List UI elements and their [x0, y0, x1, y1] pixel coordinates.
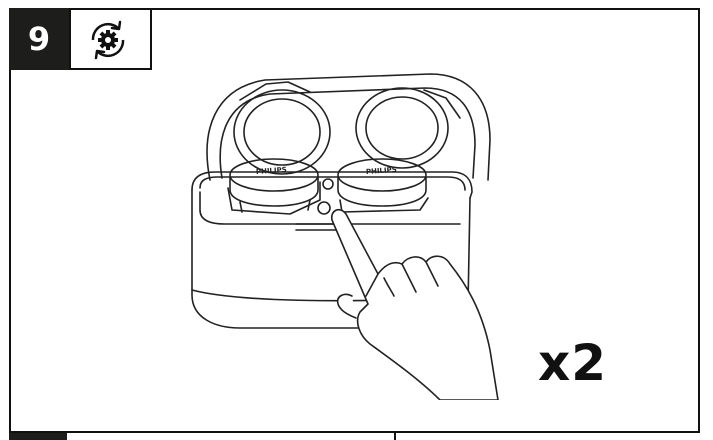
brand-label-left: PHILIPS — [256, 166, 287, 176]
right-earbud — [337, 158, 429, 213]
bottom-divider — [394, 431, 396, 440]
brand-label-right: PHILIPS — [366, 166, 397, 176]
case-base — [191, 171, 473, 329]
step-header — [9, 8, 152, 70]
repeat-count: x2 — [538, 334, 608, 392]
header-divider — [69, 8, 71, 70]
settings-gear-cycle-icon — [91, 20, 125, 60]
bottom-border — [9, 431, 700, 433]
earbuds-case-illustration: PHILIPS PHILIPS — [191, 73, 499, 400]
step-number: 9 — [9, 8, 69, 70]
pointing-hand — [330, 208, 499, 400]
left-earbud — [227, 158, 321, 215]
case-lid — [206, 73, 491, 181]
next-step-box — [9, 433, 67, 440]
